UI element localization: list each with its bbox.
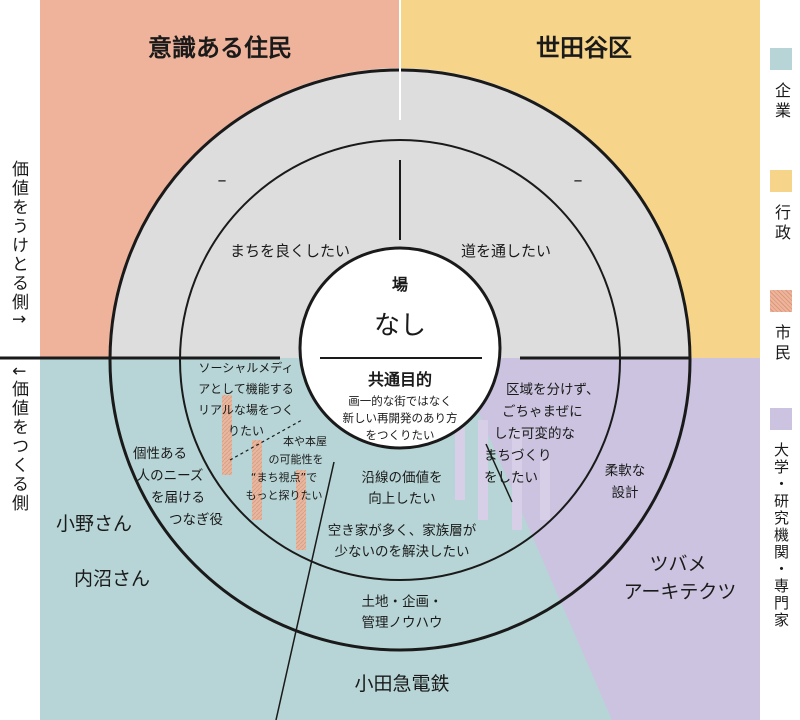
social-block: ソーシャルメディ アとして機能する リアルな場をつく りたい: [198, 360, 294, 438]
land-line: 土地・企画・: [362, 593, 443, 610]
design-value-line: 区域を分けず、: [506, 382, 600, 398]
vacant-line: 少ないのを解決したい: [335, 544, 470, 560]
actor-ono: 小野さん: [56, 513, 132, 535]
legend-label-government: 行政: [772, 204, 791, 244]
title-resident: 意識ある住民: [148, 34, 292, 62]
flexible-line: 設計: [612, 485, 639, 501]
purpose-line: 画一的な街ではなく: [348, 394, 452, 408]
design-value-block: 区域を分けず、 ごちゃまぜに した可変的な まちづくり をしたい: [484, 382, 600, 486]
purpose-line: 新しい再開発のあり方: [343, 411, 458, 425]
purpose-lines: 画一的な街ではなく 新しい再開発のあり方 をつくりたい: [343, 394, 458, 442]
connector-line: 人のニーズ: [137, 468, 204, 484]
actor-tsubame-line: アーキテクツ: [624, 581, 737, 603]
odakyu-region: [230, 435, 612, 720]
title-setagaya: 世田谷区: [536, 34, 632, 62]
purpose-line: をつくりたい: [366, 428, 435, 442]
ring-divider-right: [485, 443, 513, 503]
legend-label-company: 企業: [772, 82, 791, 122]
railway-value-line: 沿線の価値を: [362, 470, 443, 486]
label-receive-side: 価値をうけとる側↑: [8, 160, 28, 329]
flexible-line: 柔軟な: [605, 463, 646, 479]
connector-block: 個性ある 人のニーズ を届ける つなぎ役: [133, 446, 223, 528]
social-line: アとして機能する: [198, 381, 293, 396]
bookstore-block: 本や本屋 の可能性を “まち視点”で もっと探りたい: [246, 434, 328, 502]
railway-value-line: 向上したい: [368, 491, 436, 507]
design-value-line: した可変的な: [494, 425, 575, 442]
vacant-block: 空き家が多く、家族層が 少ないのを解決したい: [328, 522, 477, 560]
bookstore-line: “まち視点”で: [251, 470, 317, 484]
railway-value-block: 沿線の価値を 向上したい: [362, 470, 443, 507]
dash-left: –: [218, 170, 227, 191]
actor-tsubame: ツバメ アーキテクツ: [624, 553, 737, 603]
dash-right: –: [574, 170, 583, 191]
land-line: 管理ノウハウ: [362, 615, 443, 631]
actor-uchinuma: 内沼さん: [74, 568, 150, 590]
social-line: りたい: [228, 424, 264, 438]
academia-region: [455, 358, 760, 720]
legend-label-academia: 大学・研究機関・専門家: [772, 442, 790, 629]
text-machi-yoku: まちを良くしたい: [230, 242, 350, 260]
actor-tsubame-line: ツバメ: [649, 553, 706, 575]
vacant-line: 空き家が多く、家族層が: [328, 522, 477, 539]
flexible-block: 柔軟な 設計: [605, 463, 646, 501]
legend-swatch-citizen: [770, 290, 792, 312]
social-line: リアルな場をつく: [198, 403, 294, 417]
bookstore-line: もっと探りたい: [246, 489, 323, 502]
design-value-line: をしたい: [484, 470, 538, 486]
connector-line: つなぎ役: [169, 512, 223, 528]
social-line: ソーシャルメディ: [199, 360, 294, 375]
design-value-line: まちづくり: [484, 448, 552, 464]
center-circle: [298, 246, 502, 450]
dotted-divider: [229, 419, 303, 461]
legend-label-citizen: 市民: [772, 324, 791, 364]
purpose-title: 共通目的: [368, 370, 432, 389]
inner-circle: [179, 139, 621, 581]
connector-line: を届ける: [151, 490, 205, 506]
legend-swatch-government: [770, 170, 792, 192]
bookstore-line: の可能性を: [269, 452, 324, 466]
bookstore-line: 本や本屋: [283, 434, 327, 448]
actor-odakyu: 小田急電鉄: [354, 673, 449, 695]
center-title: 場: [392, 275, 408, 294]
center-value: なし: [374, 311, 426, 341]
label-create-side: ↓価値をつくる側: [8, 364, 28, 514]
hatch-stripes: [222, 395, 550, 550]
ring-divider-left: [275, 461, 335, 720]
design-value-line: ごちゃまぜに: [502, 404, 583, 420]
legend-swatch-academia: [770, 408, 792, 430]
connector-line: 個性ある: [133, 446, 187, 462]
land-block: 土地・企画・ 管理ノウハウ: [362, 593, 443, 631]
text-michi: 道を通したい: [461, 242, 551, 260]
legend-swatch-company: [770, 48, 792, 70]
